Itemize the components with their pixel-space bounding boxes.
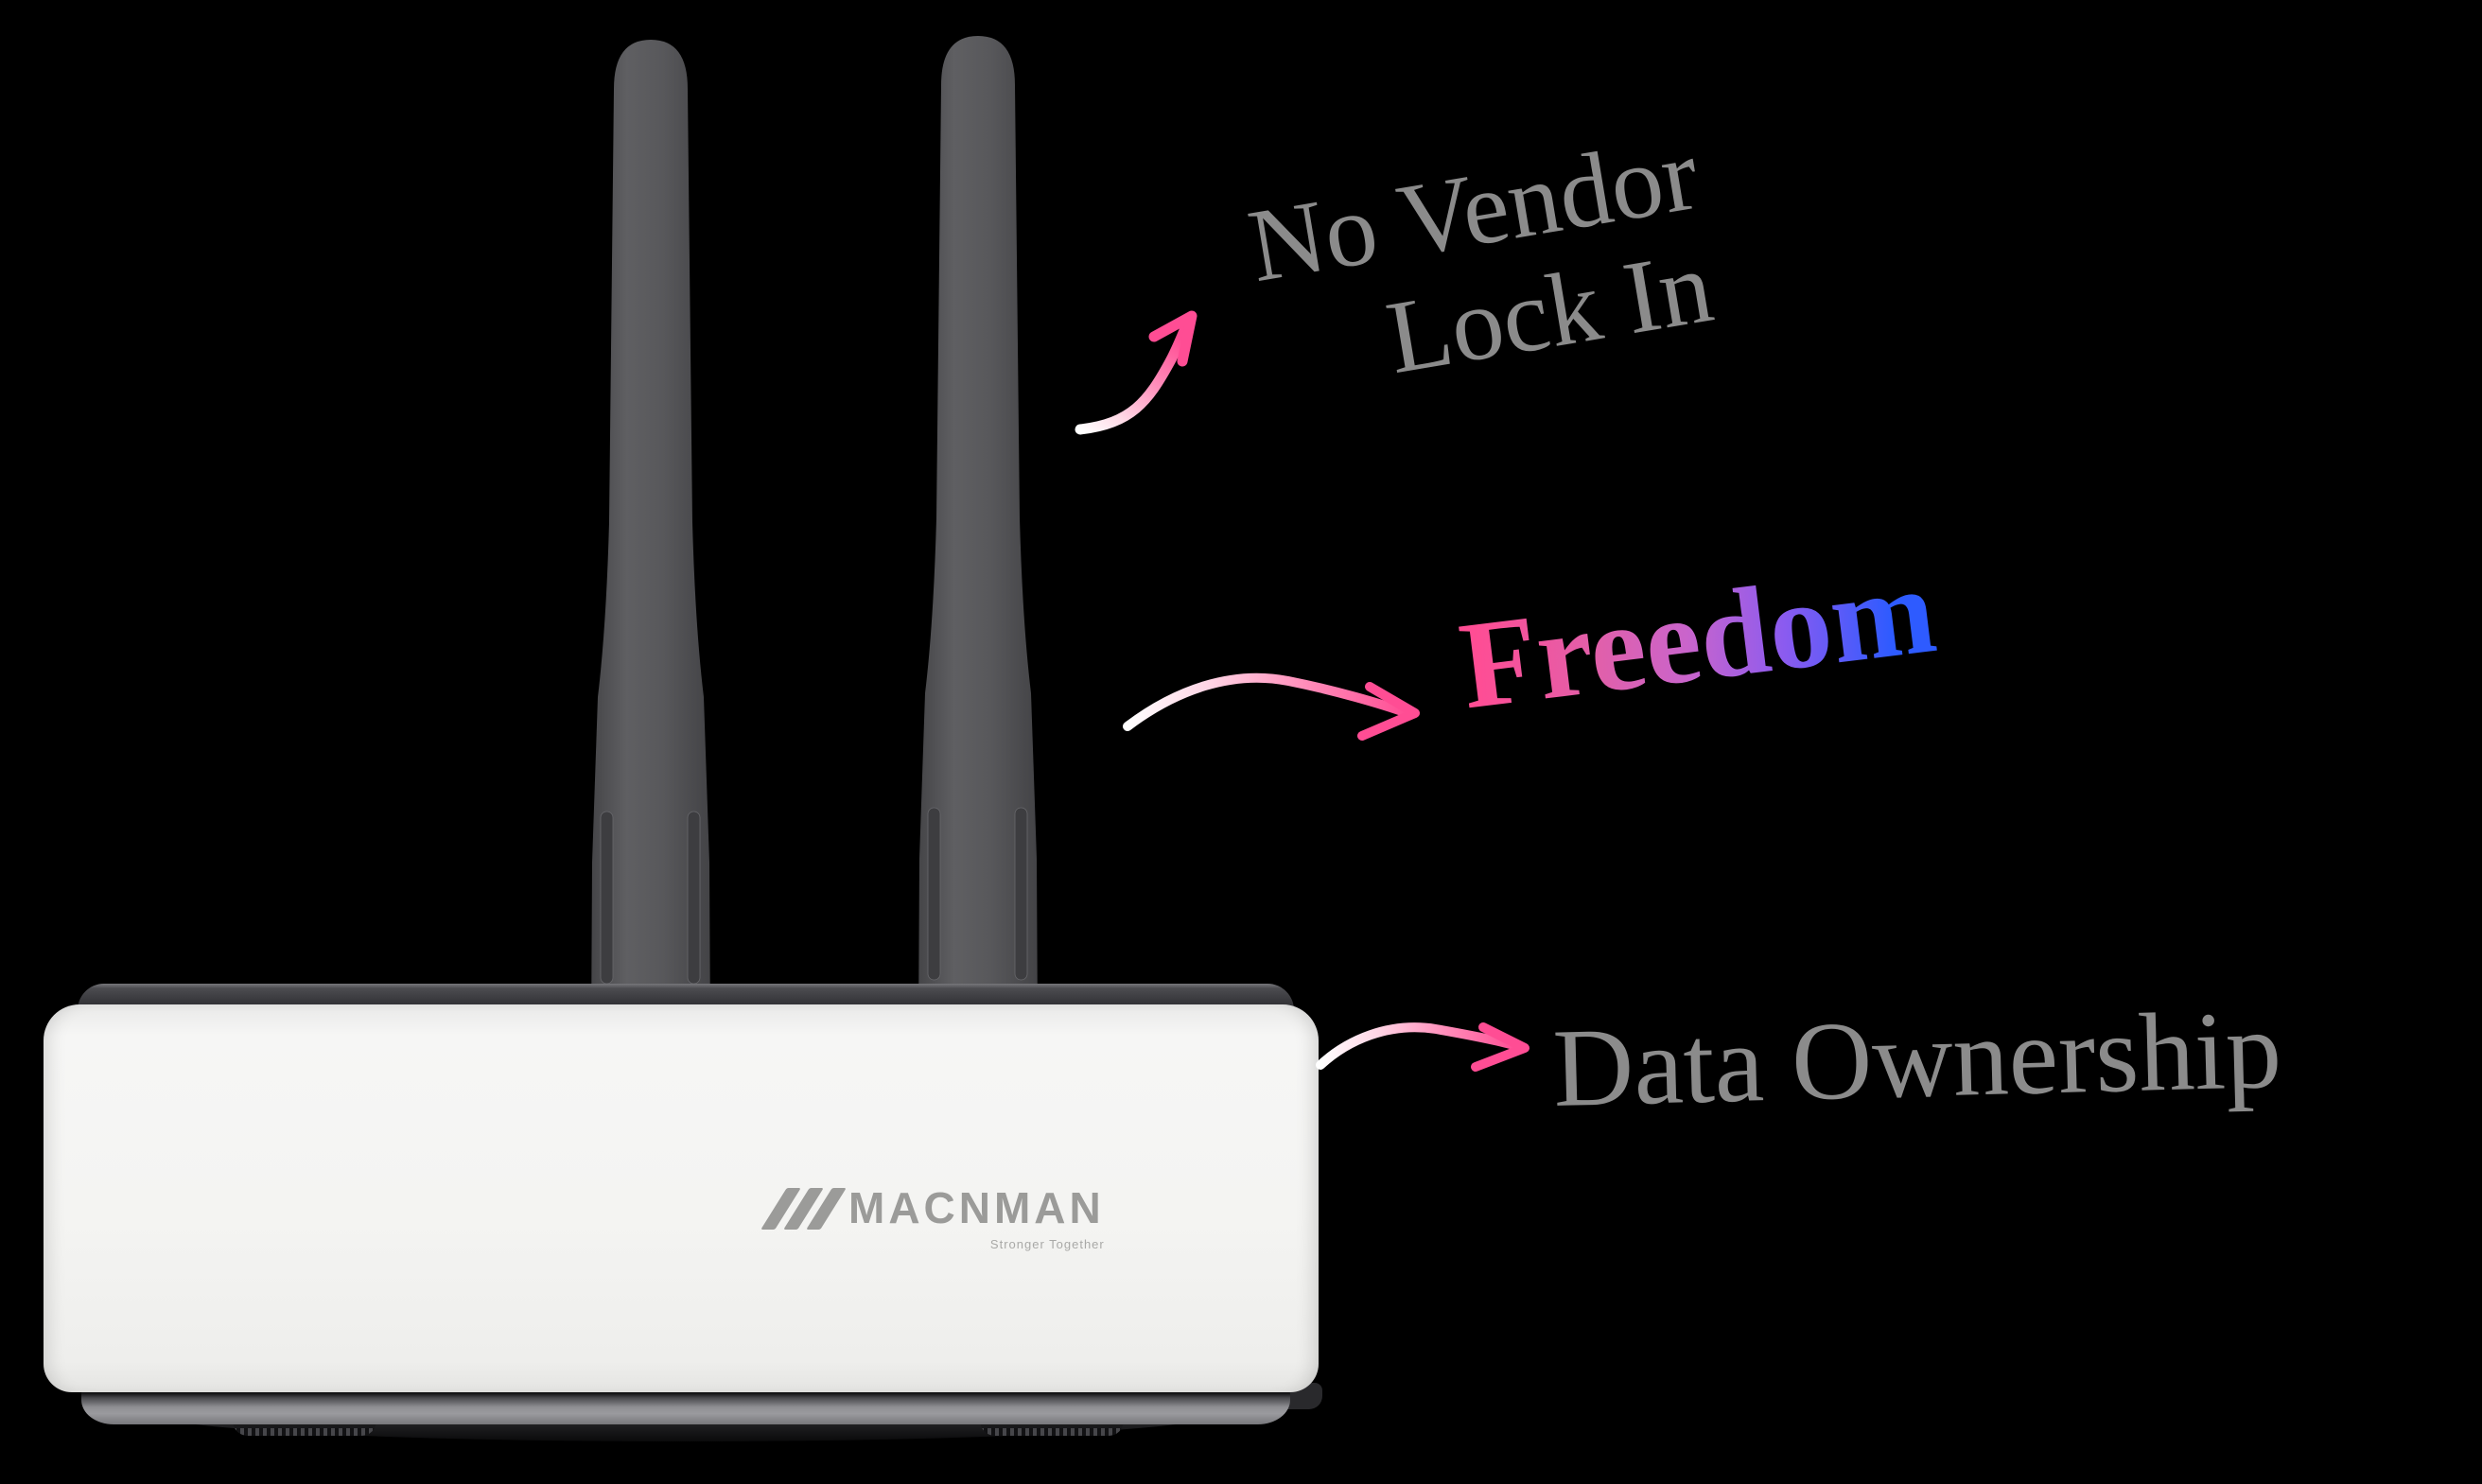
brand-logo: MACNMAN Stronger Together [760, 1186, 1105, 1251]
antenna-slot [927, 807, 941, 981]
antenna-right [918, 36, 1038, 1031]
antenna-slot [1014, 807, 1028, 981]
arrow-icon-to-no-vendor-lock-in [1075, 310, 1197, 435]
brand-tagline: Stronger Together [989, 1237, 1105, 1251]
brand-logo-text-group: MACNMAN Stronger Together [848, 1186, 1105, 1251]
brand-name: MACNMAN [848, 1183, 1105, 1232]
antenna-slot [687, 811, 701, 985]
antenna-slot [600, 811, 614, 985]
antenna-left [591, 40, 710, 1035]
device-base [81, 1388, 1290, 1424]
triple-slash-icon [760, 1188, 847, 1230]
arrow-icon-to-freedom [1123, 672, 1420, 741]
annotation-data-ownership: Data Ownership [1551, 986, 2283, 1130]
device-front-panel [44, 1004, 1319, 1392]
annotation-freedom: Freedom [1453, 536, 1943, 738]
arrow-icon-to-data-ownership [1316, 1022, 1529, 1072]
